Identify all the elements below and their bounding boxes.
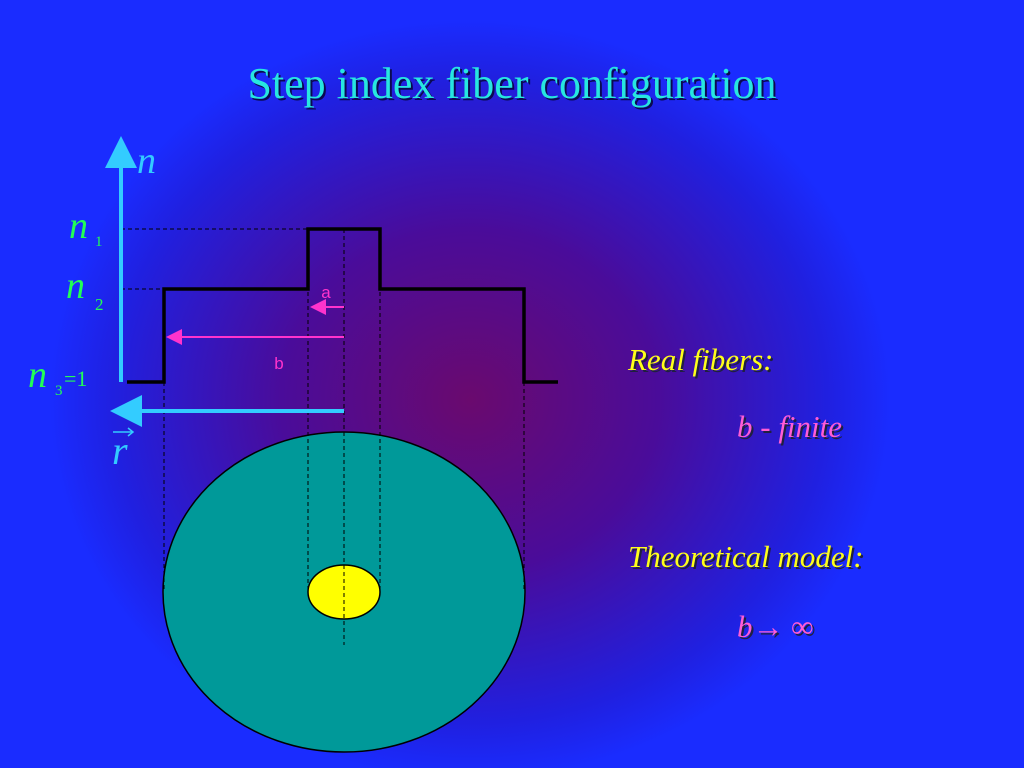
index-profile [127,227,558,384]
theoretical-model-heading: Theoretical model: [628,539,864,574]
n2-subscript: 2 [95,295,104,314]
n1-subscript: 1 [95,234,103,250]
theoretical-model-value: b→ ∞ [737,609,814,644]
real-fibers-value: b - finite [737,409,843,444]
n-axis-label: n [137,140,156,182]
n3-suffix: =1 [64,366,87,391]
core-radius-label: a [321,283,331,302]
n3-subscript: 3 [55,383,63,399]
n2-label: n 2 [66,265,104,314]
r-vector-arrowhead [127,427,135,437]
n1-label: n 1 [69,205,103,250]
n3-symbol: n [28,354,47,396]
slide-title: Step index fiber configuration [247,59,777,108]
r-axis-label: r [112,428,128,473]
r-axis-label-group: r [112,427,135,473]
n2-symbol: n [66,265,85,307]
guide-lines [121,228,525,645]
n1-symbol: n [69,205,88,247]
n3-label: n 3 =1 [28,354,87,399]
real-fibers-heading: Real fibers: [628,342,774,377]
cladding-radius-label: b [274,354,283,373]
